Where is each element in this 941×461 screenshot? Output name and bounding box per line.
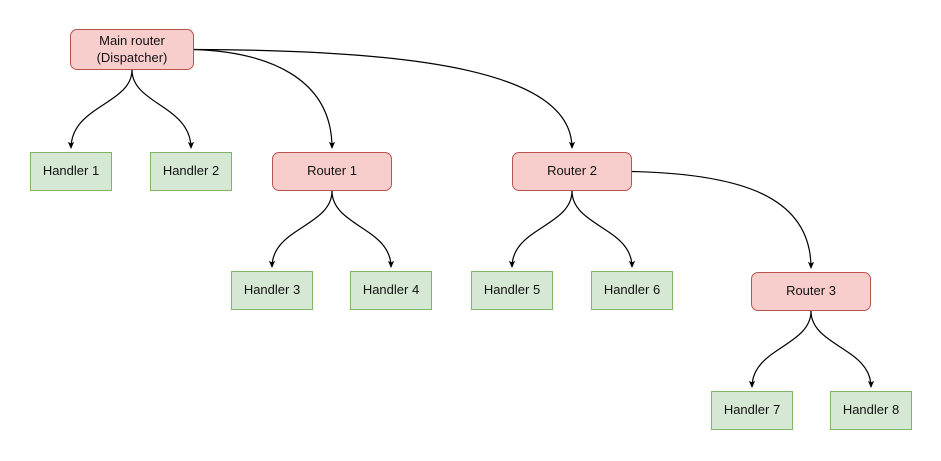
node-handler-4[interactable]: Handler 4 (350, 271, 432, 310)
node-router-1[interactable]: Router 1 (272, 152, 392, 191)
edge-router-2-to-handler-5 (508, 190, 573, 268)
node-handler-2[interactable]: Handler 2 (150, 152, 232, 191)
node-router-2[interactable]: Router 2 (512, 152, 632, 191)
node-handler-7[interactable]: Handler 7 (711, 391, 793, 430)
node-handler-1[interactable]: Handler 1 (30, 152, 112, 191)
node-handler-3[interactable]: Handler 3 (231, 271, 313, 310)
edge-main-to-handler-2 (131, 69, 195, 149)
edge-router-2-to-router-3 (631, 170, 815, 269)
edge-router-3-to-handler-7 (748, 310, 812, 388)
node-handler-6[interactable]: Handler 6 (591, 271, 673, 310)
edge-router-1-to-handler-3 (268, 190, 333, 268)
node-handler-8[interactable]: Handler 8 (830, 391, 912, 430)
edge-router-1-to-handler-4 (331, 190, 395, 268)
edge-main-to-router-2 (193, 48, 576, 149)
edge-router-2-to-handler-6 (571, 190, 636, 268)
node-router-3[interactable]: Router 3 (751, 272, 871, 311)
edge-main-to-router-1 (193, 48, 336, 149)
edge-main-to-handler-1 (67, 69, 133, 149)
node-main-router[interactable]: Main router (Dispatcher) (70, 29, 194, 70)
edge-router-3-to-handler-8 (810, 310, 875, 388)
node-handler-5[interactable]: Handler 5 (471, 271, 553, 310)
